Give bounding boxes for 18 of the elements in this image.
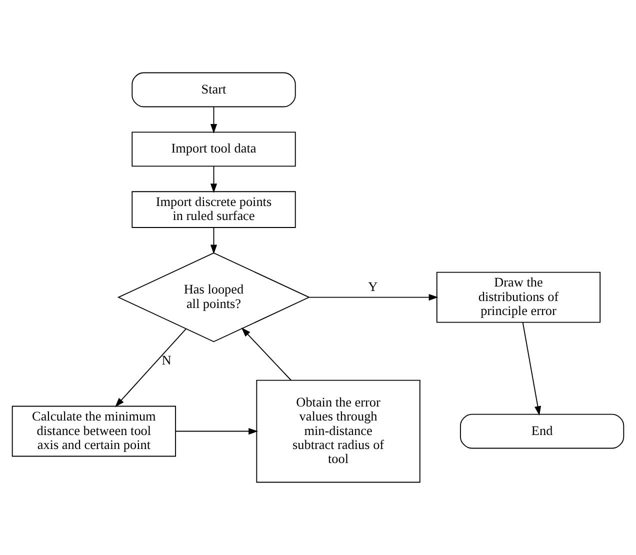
node-diamond: Has looped all points? (117, 252, 310, 342)
arrow (210, 106, 218, 134)
edge-label: Y (368, 278, 378, 294)
arrow (115, 328, 186, 408)
arrow (210, 227, 218, 254)
node-box: Import discrete points in ruled surface (132, 191, 296, 228)
node-box: Calculate the minimum distance between tool axis and certain point (12, 406, 176, 457)
node-box: End (460, 414, 624, 449)
node-box: Import tool data (132, 132, 296, 167)
node-box: Obtain the error values through min-distance subtract radius of tool (256, 380, 420, 483)
arrow (175, 428, 258, 435)
arrow (522, 322, 542, 416)
node-box: Start (132, 72, 296, 108)
arrow (308, 294, 438, 301)
edge-label: N (162, 352, 172, 368)
arrow (241, 328, 292, 381)
arrow (210, 166, 218, 194)
node-box: Draw the distributions of principle error (436, 272, 601, 323)
